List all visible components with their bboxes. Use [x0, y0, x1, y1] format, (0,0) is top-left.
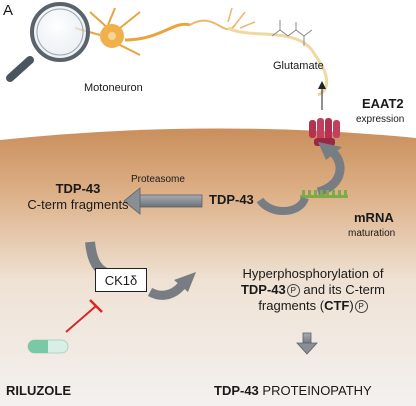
tdp43-fragments-line1: TDP-43 — [55, 181, 101, 196]
hyper-line3-pre: fragments ( — [258, 298, 325, 313]
proteasome-label: Proteasome — [131, 174, 185, 185]
mrna-strand-icon — [300, 190, 348, 198]
eaat2-title: EAAT2 — [362, 96, 404, 111]
phospho-badge-ctf: P — [354, 300, 368, 313]
ck1d-to-hyper-arrow — [147, 272, 196, 300]
inhibition-icon — [65, 299, 103, 333]
ck1d-box: CK1δ — [95, 268, 147, 292]
tdp43-center-label: TDP-43 — [209, 192, 254, 207]
down-arrow — [296, 332, 318, 355]
proteinopathy-label: TDP-43 PROTEINOPATHY — [214, 384, 372, 398]
riluzole-label: RILUZOLE — [6, 383, 71, 398]
mrna-to-eaat2-arrow — [316, 142, 345, 197]
glutamate-molecule-icon — [271, 20, 313, 46]
eaat2-transporter-icon — [309, 118, 340, 146]
hyper-line1: Hyperphosphorylation of — [242, 266, 384, 281]
mrna-title: mRNA — [354, 210, 394, 225]
eaat2-subtitle: expression — [356, 114, 405, 125]
mrna-subtitle: maturation — [348, 228, 396, 239]
tdp43-mrna-loop-arrow — [256, 196, 309, 215]
motoneuron-label: Motoneuron — [84, 82, 143, 94]
hyper-line3-post: ) — [349, 298, 354, 313]
magnifier-icon — [6, 2, 90, 82]
hyper-line3-ctf: CTF — [324, 298, 350, 313]
release-arrow — [318, 81, 326, 110]
proteinopathy-rest: PROTEINOPATHY — [258, 383, 372, 398]
panel-label: A — [3, 2, 14, 19]
hyper-line2-tdp43: TDP-43 — [240, 282, 286, 297]
glutamate-label: Glutamate — [273, 60, 324, 72]
proteinopathy-tdp43: TDP-43 — [214, 383, 259, 398]
phospho-badge: P — [286, 284, 300, 297]
neuron-icon — [74, 7, 329, 97]
hyper-line2-rest: and its C-term — [299, 282, 386, 297]
proteasome-arrow — [123, 187, 203, 215]
capsule-icon — [27, 339, 69, 354]
tdp43-fragments-line2: C-term fragments — [27, 197, 129, 212]
hyper-line3: fragments (CTF)P — [218, 299, 408, 313]
